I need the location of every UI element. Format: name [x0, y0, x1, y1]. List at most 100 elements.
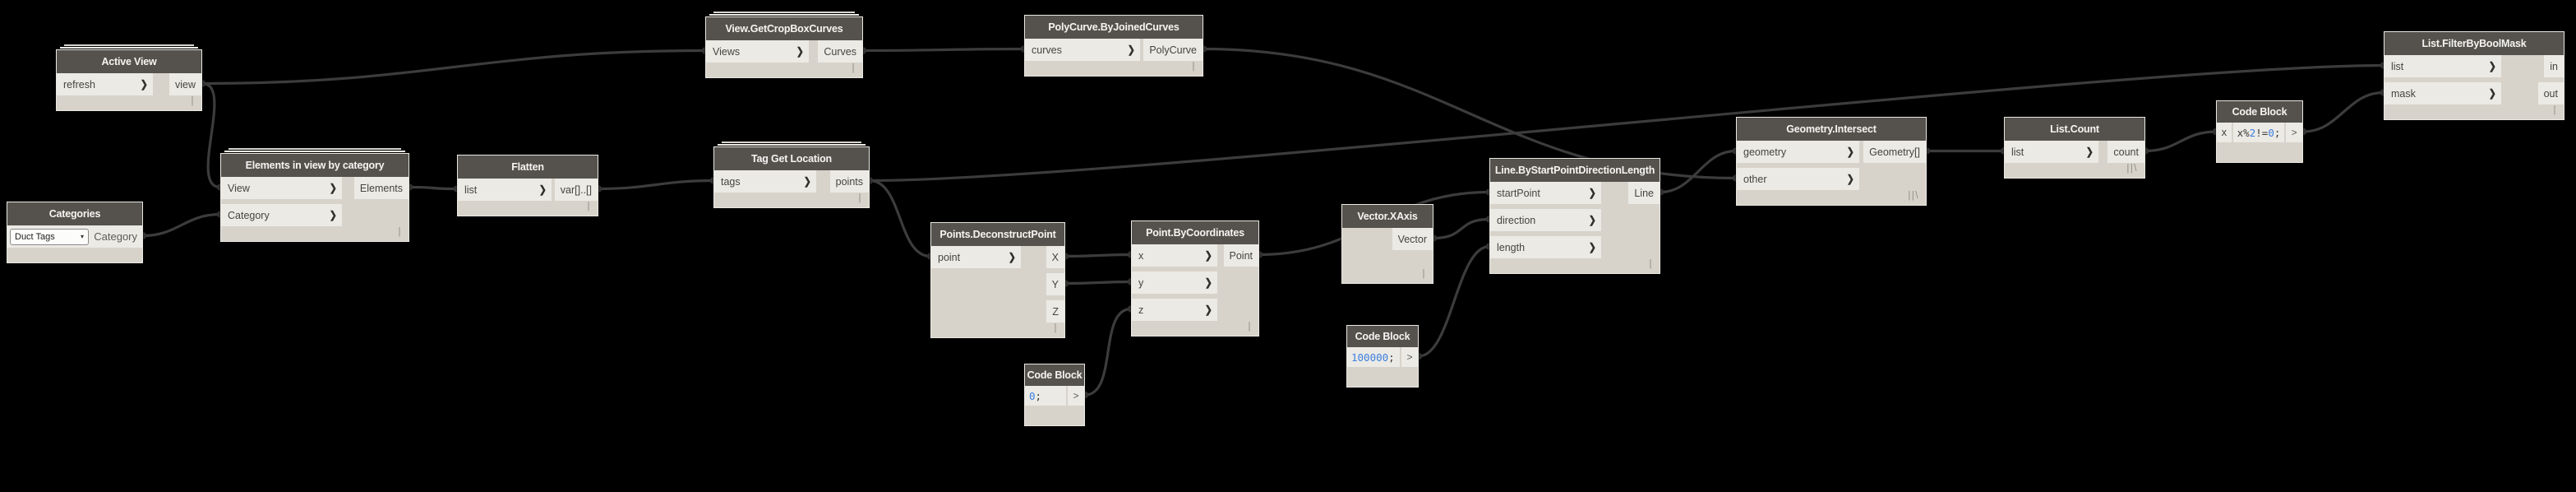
input-port-x[interactable]: x❯ — [1132, 244, 1217, 267]
node-title[interactable]: Tag Get Location — [714, 147, 869, 170]
node-title[interactable]: Points.DeconstructPoint — [931, 223, 1064, 246]
input-port-direction[interactable]: direction❯ — [1490, 209, 1601, 231]
node-title[interactable]: Elements in view by category — [221, 154, 409, 177]
output-port-Z[interactable]: Z — [1046, 300, 1064, 323]
node-title[interactable]: List.Count — [2005, 118, 2144, 141]
input-port-point[interactable]: point❯ — [931, 246, 1021, 268]
node-title[interactable]: Categories — [7, 202, 142, 225]
codeblock-code[interactable]: 100000; — [1347, 347, 1400, 367]
input-port-refresh[interactable]: refresh❯ — [57, 73, 153, 95]
node-title[interactable]: Code Block — [1347, 326, 1418, 347]
port-row: point❯ X — [931, 246, 1064, 268]
output-port-count[interactable]: count — [2107, 141, 2144, 163]
node-title[interactable]: Geometry.Intersect — [1737, 118, 1926, 141]
input-port-list[interactable]: list❯ — [458, 179, 552, 201]
output-port-points[interactable]: points — [829, 170, 869, 193]
input-port-curves[interactable]: curves❯ — [1025, 39, 1140, 61]
output-port-Point[interactable]: Point — [1223, 244, 1258, 267]
output-port-Line[interactable]: Line — [1628, 182, 1660, 204]
input-port-z[interactable]: z❯ — [1132, 299, 1217, 321]
input-port-tags[interactable]: tags❯ — [714, 170, 816, 193]
node-title[interactable]: List.FilterByBoolMask — [2384, 32, 2564, 55]
input-port-mask[interactable]: mask❯ — [2384, 82, 2501, 104]
node-title[interactable]: Flatten — [458, 155, 598, 179]
input-port-View[interactable]: View❯ — [221, 177, 342, 199]
node-title[interactable]: Line.ByStartPointDirectionLength — [1490, 159, 1660, 182]
input-port-geometry[interactable]: geometry❯ — [1737, 141, 1859, 163]
node-title[interactable]: Point.ByCoordinates — [1132, 221, 1258, 244]
output-port-out[interactable]: out — [2537, 82, 2564, 104]
wire-points-deconstructpoint-to-point-bycoordinates[interactable] — [1064, 253, 1132, 258]
input-port-y[interactable]: y❯ — [1132, 272, 1217, 294]
output-port-var[]..[][interactable]: var[]..[] — [554, 179, 598, 201]
output-port[interactable]: > — [1401, 347, 1418, 367]
input-port-list[interactable]: list❯ — [2384, 55, 2501, 77]
wire-line-bystartpointdirectionlength-to-geometry-intersect[interactable] — [1660, 149, 1737, 194]
wire-codeblock-zero-to-point-bycoordinates[interactable] — [1084, 307, 1132, 397]
port-row: geometry❯Geometry[] — [1737, 141, 1926, 163]
output-port-in[interactable]: in — [2544, 55, 2564, 77]
input-port-Category[interactable]: Category❯ — [221, 204, 342, 226]
output-port-Y[interactable]: Y — [1046, 273, 1064, 295]
wire-active-view-to-elements-in-view-by-category[interactable] — [201, 81, 221, 189]
wire-codeblock-length-to-line-bystartpointdirectionlength[interactable] — [1418, 244, 1490, 358]
output-port-X[interactable]: X — [1046, 246, 1064, 268]
wire-tag-get-location-to-list-filterbyboolmask[interactable] — [869, 63, 2384, 183]
output-port-view[interactable]: view — [169, 73, 201, 95]
output-port-Vector[interactable]: Vector — [1392, 228, 1433, 250]
output-port[interactable]: > — [1068, 386, 1084, 406]
wire-vector-xaxis-to-line-bystartpointdirectionlength[interactable] — [1433, 217, 1490, 240]
output-port-Curves[interactable]: Curves — [818, 40, 862, 63]
output-port-Geometry[][interactable]: Geometry[] — [1863, 141, 1926, 163]
lacing-indicator: | — [1649, 259, 1653, 269]
wire-tag-get-location-to-points-deconstructpoint[interactable] — [869, 179, 931, 258]
wire-view-getcropboxcurves-to-polycurve-byjoinedcurves[interactable] — [862, 47, 1025, 53]
codeblock-code[interactable]: 0; — [1025, 386, 1066, 406]
input-port-list[interactable]: list❯ — [2005, 141, 2098, 163]
node-title[interactable]: Code Block — [2217, 101, 2302, 123]
wire-categories-to-elements-in-view-by-category[interactable] — [142, 212, 221, 238]
input-port-x[interactable]: x — [2217, 123, 2232, 142]
port-row: Views❯ Curves — [706, 40, 862, 63]
node-title[interactable]: View.GetCropBoxCurves — [706, 17, 862, 40]
output-port-Elements[interactable]: Elements — [353, 177, 409, 199]
codeblock-code[interactable]: x%2!=0; — [2232, 123, 2285, 142]
port-chevron-icon: ❯ — [1846, 174, 1854, 185]
category-dropdown[interactable]: Duct Tags▾ — [10, 228, 89, 245]
node-title[interactable]: Code Block — [1025, 364, 1084, 386]
input-port-length[interactable]: length❯ — [1490, 236, 1601, 258]
node-title[interactable]: Active View — [57, 50, 201, 73]
wire-points-deconstructpoint-to-point-bycoordinates[interactable] — [1064, 280, 1132, 285]
node-title[interactable]: PolyCurve.ByJoinedCurves — [1025, 16, 1203, 39]
wire-active-view-to-view-getcropboxcurves[interactable] — [201, 49, 706, 86]
wire-codeblock-mask-to-list-filterbyboolmask[interactable] — [2302, 91, 2384, 133]
wire-elements-in-view-by-category-to-flatten[interactable] — [409, 185, 458, 191]
wire-flatten-to-tag-get-location[interactable] — [598, 179, 714, 191]
wire-list-count-to-codeblock-mask[interactable] — [2144, 130, 2217, 153]
input-port-Views[interactable]: Views❯ — [706, 40, 809, 63]
output-port-Category[interactable]: Category — [94, 230, 137, 243]
output-port-PolyCurve[interactable]: PolyCurve — [1143, 39, 1203, 61]
node-title[interactable]: Vector.XAxis — [1342, 205, 1433, 228]
input-port-other[interactable]: other❯ — [1737, 168, 1859, 190]
output-port[interactable]: > — [2286, 123, 2302, 142]
input-port-startPoint[interactable]: startPoint❯ — [1490, 182, 1601, 204]
